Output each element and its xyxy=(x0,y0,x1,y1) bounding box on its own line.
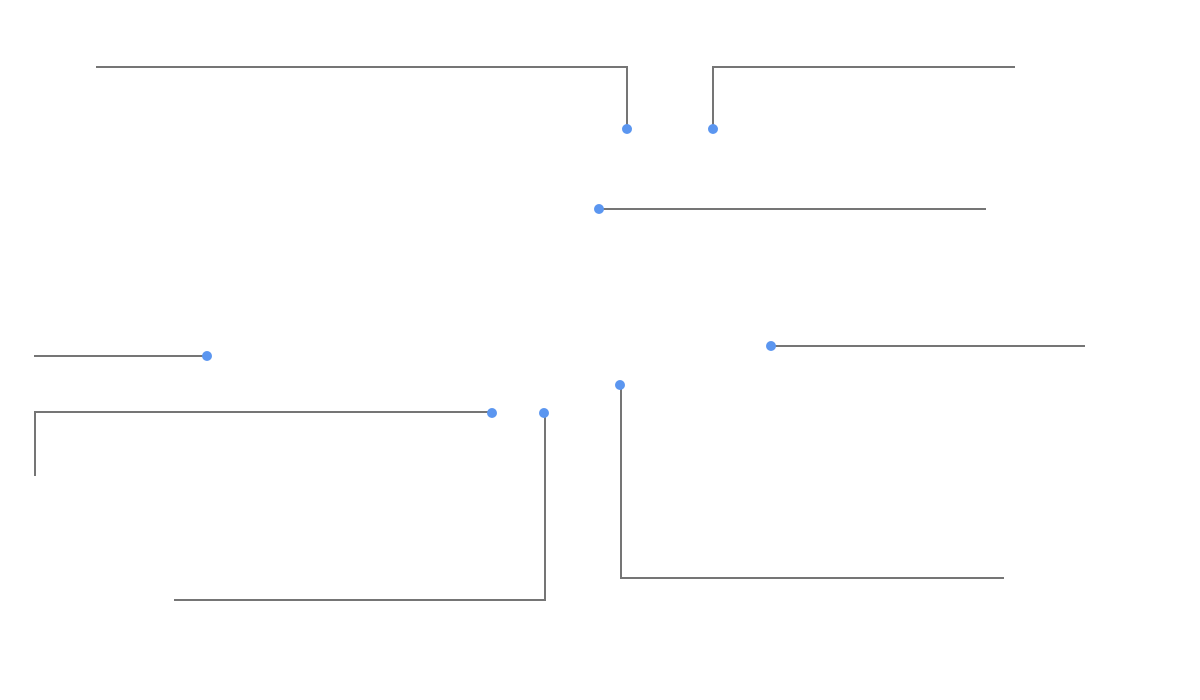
callout-4 xyxy=(34,351,212,361)
anchor-dot xyxy=(708,124,718,134)
leader-line xyxy=(620,385,1004,579)
callout-6 xyxy=(34,408,497,476)
leader-line xyxy=(174,413,546,601)
callout-3 xyxy=(594,204,986,214)
callout-5 xyxy=(766,341,1085,351)
leader-line xyxy=(96,66,628,129)
anchor-dot xyxy=(766,341,776,351)
anchor-dot xyxy=(615,380,625,390)
anchor-dot xyxy=(487,408,497,418)
leader-line xyxy=(712,66,1015,129)
anchor-dot xyxy=(594,204,604,214)
callout-7 xyxy=(174,408,549,601)
callout-2 xyxy=(708,66,1015,134)
anchor-dot xyxy=(539,408,549,418)
leader-line xyxy=(34,411,492,476)
callout-1 xyxy=(96,66,632,134)
anchor-dot xyxy=(622,124,632,134)
anchor-dot xyxy=(202,351,212,361)
callout-8 xyxy=(615,380,1004,579)
